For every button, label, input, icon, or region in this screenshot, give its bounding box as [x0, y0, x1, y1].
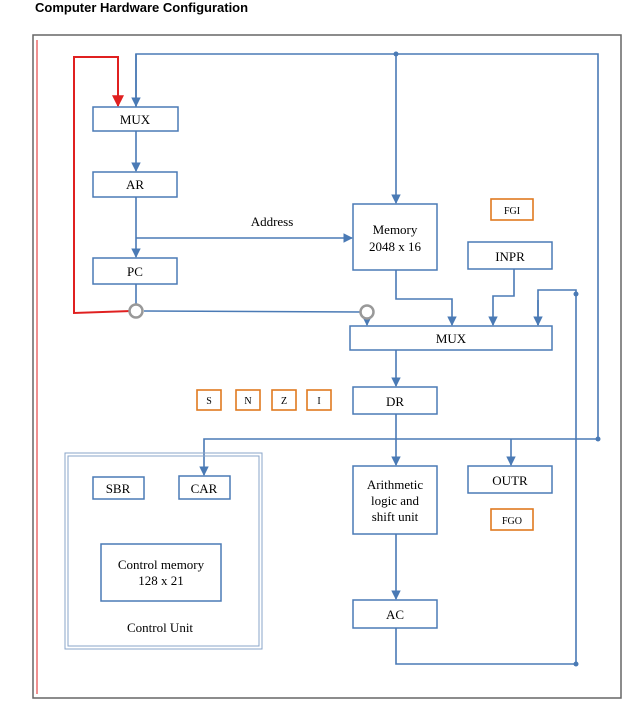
flag-i-label: I [317, 396, 320, 407]
block-ar: AR [92, 171, 178, 198]
dr-label: DR [386, 394, 404, 409]
flag-fgo: FGO [490, 508, 534, 531]
block-memory: Memory 2048 x 16 [352, 203, 438, 271]
outr-label: OUTR [492, 473, 528, 488]
alu-label-2: logic and [371, 493, 420, 508]
control-unit-label: Control Unit [127, 620, 193, 635]
block-mux-main: MUX [349, 325, 553, 351]
mux-top-label: MUX [120, 112, 151, 127]
fgi-label: FGI [504, 206, 520, 217]
ar-label: AR [126, 177, 144, 192]
fgo-label: FGO [502, 516, 522, 527]
memory-label-1: Memory [373, 222, 418, 237]
pc-junction [128, 303, 144, 319]
flag-s-label: S [206, 396, 212, 407]
flag-n-label: N [244, 396, 251, 407]
control-unit: SBR CAR Control memory 128 x 21 Control … [64, 452, 263, 650]
flag-group: S N Z I [196, 389, 332, 411]
outer-frame [32, 34, 622, 699]
control-memory-label-1: Control memory [118, 557, 205, 572]
block-alu: Arithmetic logic and shift unit [352, 465, 438, 535]
memory-label-2: 2048 x 16 [369, 239, 422, 254]
diagram-title: Computer Hardware Configuration [35, 0, 249, 15]
flag-z-label: Z [281, 396, 287, 407]
block-inpr: INPR [467, 241, 553, 270]
car-label: CAR [191, 481, 218, 496]
mux-junction [359, 304, 375, 320]
control-memory-box [100, 543, 222, 602]
block-outr: OUTR [467, 465, 553, 494]
feedback-line [73, 56, 131, 315]
flag-s-box [196, 389, 222, 411]
control-memory-label-2: 128 x 21 [138, 573, 184, 588]
block-pc: PC [92, 257, 178, 285]
block-mux-top: MUX [92, 106, 179, 132]
block-ac: AC [352, 599, 438, 629]
pc-label: PC [127, 264, 143, 279]
mux-main-label: MUX [436, 331, 467, 346]
ac-label: AC [386, 607, 404, 622]
flag-n-box [235, 389, 261, 411]
alu-label-3: shift unit [372, 509, 419, 524]
alu-label-1: Arithmetic [367, 477, 424, 492]
inpr-label: INPR [495, 249, 525, 264]
block-dr: DR [352, 386, 438, 415]
car-box [178, 475, 231, 500]
address-label: Address [251, 214, 294, 229]
flag-i-box [306, 389, 332, 411]
sbr-box [92, 476, 145, 500]
bus-lines [131, 51, 601, 667]
sbr-label: SBR [106, 481, 131, 496]
flag-z-box [271, 389, 297, 411]
flag-fgi: FGI [490, 198, 534, 221]
